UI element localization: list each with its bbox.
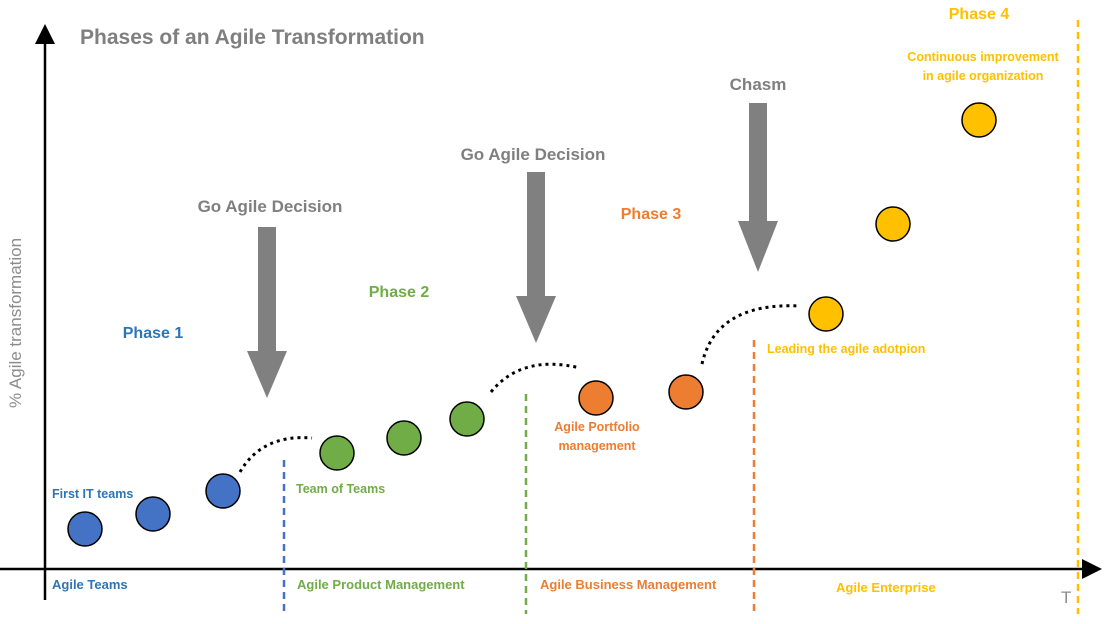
y-axis-label: % Agile transformation [6,238,25,408]
phase-label-1: Phase 1 [123,325,184,342]
note-portfolio-line1: Agile Portfolio [554,420,640,434]
note-continuous-line1: Continuous improvement [907,50,1059,64]
diagram-title: Phases of an Agile Transformation [80,26,425,49]
phase-label-3: Phase 3 [621,206,682,223]
decision-arrow-2 [516,172,556,343]
phase4-step-3 [961,102,997,138]
phase2-step-3 [449,401,485,437]
phase2-step-1 [319,435,355,471]
note-portfolio-line2: management [558,439,636,453]
phase4-step-2 [875,206,911,242]
section-product-management: Agile Product Management [297,577,465,592]
note-continuous-line2: in agile organization [923,69,1044,83]
phase1-step-2 [135,496,171,532]
decision-arrow-3 [738,103,778,272]
phase1-step-1 [67,511,103,547]
phase2-step-2 [386,420,422,456]
section-business-management: Agile Business Management [540,577,717,592]
x-axis-label: T [1061,588,1071,607]
transition-curve-1 [238,436,313,473]
phase3-step-1 [578,380,614,416]
transition-curve-2 [489,362,581,393]
phase3-step-2 [668,374,704,410]
decision-label-2: Go Agile Decision [461,145,606,164]
phase1-step-3 [205,473,241,509]
section-enterprise: Agile Enterprise [836,580,936,595]
decision-arrow-1 [247,227,287,398]
phase-label-4: Phase 4 [949,6,1010,23]
note-team-of-teams: Team of Teams [296,482,385,496]
phase-label-2: Phase 2 [369,284,430,301]
decision-label-chasm: Chasm [730,75,787,94]
note-first-it-teams: First IT teams [52,487,133,501]
transition-curve-3 [700,304,801,365]
section-agile-teams: Agile Teams [52,577,128,592]
note-leading: Leading the agile adotpion [767,342,925,356]
decision-label-1: Go Agile Decision [198,197,343,216]
phase4-step-1 [808,296,844,332]
